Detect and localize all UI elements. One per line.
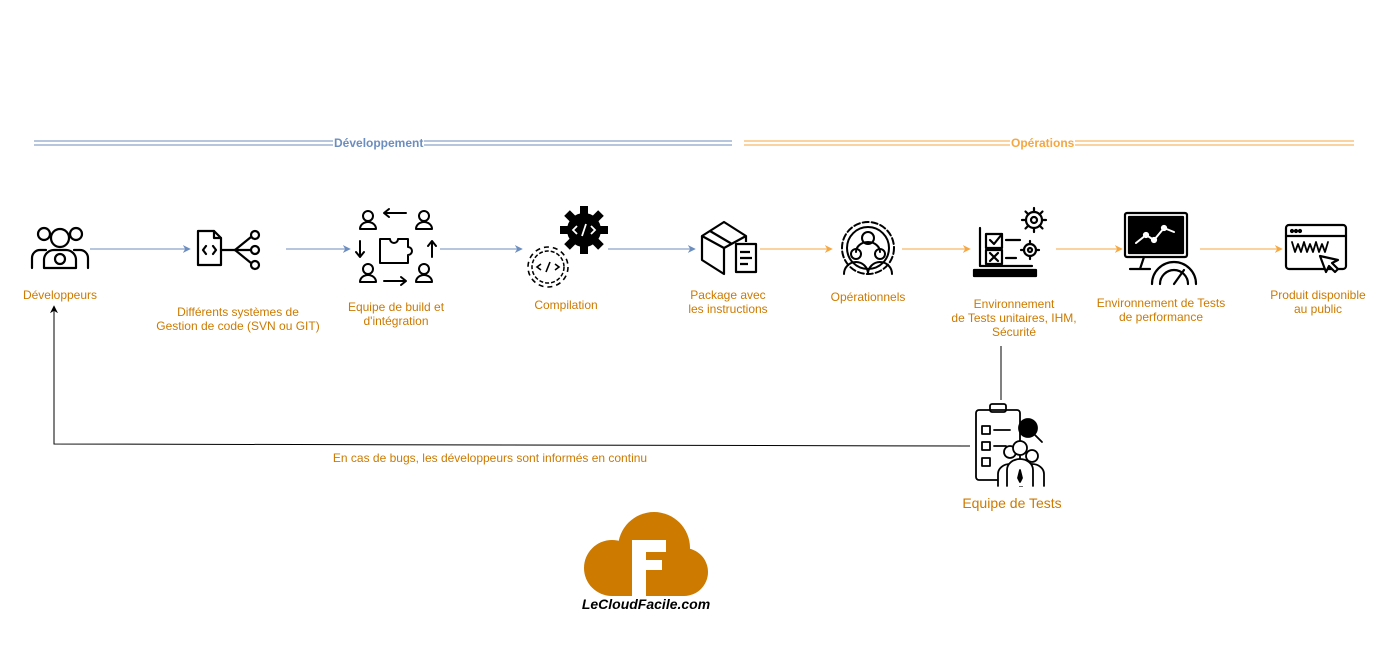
- developers-label: Développeurs: [22, 288, 98, 302]
- ops-phase-label: Opérations: [1010, 136, 1076, 150]
- perf-env-label: Environnement de Tests de performance: [1096, 296, 1226, 324]
- dev-phase-label: Développement: [333, 136, 425, 150]
- testing-laptop-icon: [972, 206, 1048, 278]
- build-team-label: Equipe de build et d'intégration: [347, 300, 445, 328]
- scm-label: Différents systèmes de Gestion de code (…: [156, 305, 320, 333]
- feedback-label: En cas de bugs, les développeurs sont in…: [332, 451, 648, 465]
- package-box-icon: [700, 220, 758, 276]
- code-gears-icon: [527, 206, 608, 288]
- www-browser-icon: [1284, 223, 1348, 274]
- test-team-label: Equipe de Tests: [962, 495, 1062, 511]
- performance-monitor-icon: [1123, 211, 1198, 286]
- feedback-arrow: [50, 305, 971, 447]
- team-cycle-icon: [355, 208, 437, 286]
- public-label: Produit disponible au public: [1270, 288, 1366, 316]
- operations-team-gear-icon: [841, 221, 895, 275]
- package-label: Package avec les instructions: [688, 288, 768, 316]
- lecloudfacile-logo-icon: [584, 512, 708, 596]
- developers-group-icon: [30, 226, 90, 270]
- test-env-label: Environnement de Tests unitaires, IHM, S…: [951, 297, 1077, 339]
- source-code-branch-icon: [196, 229, 261, 271]
- compilation-label: Compilation: [534, 298, 598, 312]
- operations-label: Opérationnels: [830, 290, 906, 304]
- test-team-clipboard-icon: [975, 403, 1045, 487]
- logo-text: LeCloudFacile.com: [581, 596, 711, 612]
